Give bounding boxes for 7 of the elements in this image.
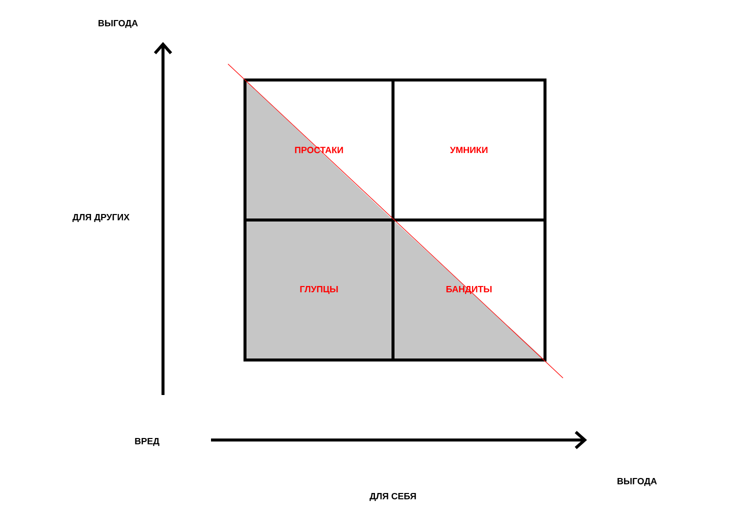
axis-label: ВРЕД	[135, 438, 160, 446]
quadrant-box: УМНИКИ	[392, 78, 546, 222]
axis-label: ДЛЯ ДРУГИХ	[72, 214, 130, 222]
axis-label: ДЛЯ СЕБЯ	[370, 492, 416, 502]
axis-label: ВЫГОДА	[618, 478, 657, 486]
quadrant-box: ГЛУПЦЫ	[244, 218, 394, 362]
axis-label: ВЫГОДА	[98, 20, 138, 28]
